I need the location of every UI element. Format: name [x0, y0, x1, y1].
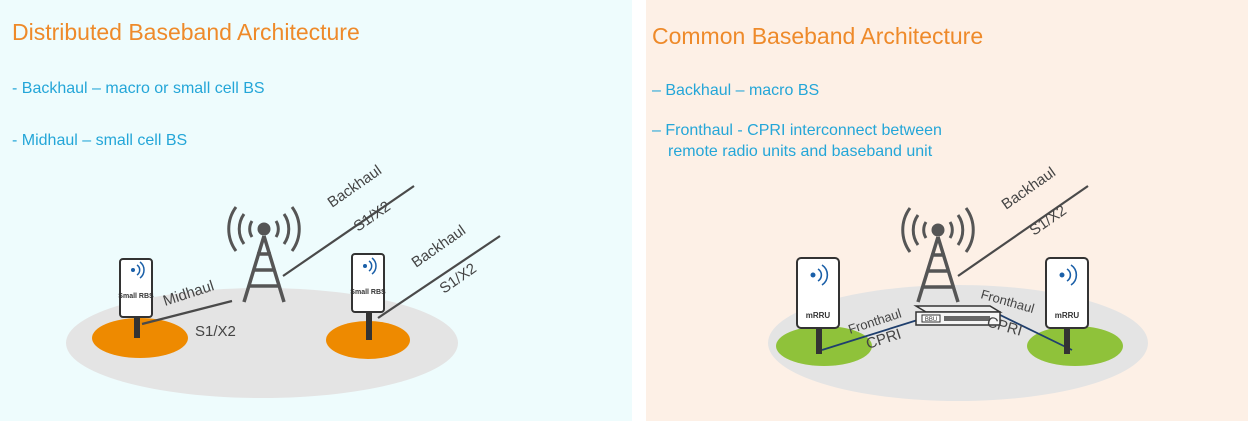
s1x2-label: S1/X2	[195, 323, 236, 340]
tower-icon	[901, 207, 975, 303]
midhaul-bullet: - Midhaul – small cell BS	[12, 132, 188, 149]
mrru-label: mRRU	[806, 311, 831, 320]
small-rbs-icon: Small RBS	[118, 258, 154, 338]
backhaul-label: Backhaul	[999, 164, 1059, 213]
backhaul-bullet: - Backhaul – macro or small cell BS	[12, 80, 265, 97]
fronthaul-link	[821, 317, 925, 351]
fronthaul-link	[993, 311, 1073, 351]
backhaul-link	[377, 235, 501, 319]
fronthaul-bullet: – Fronthaul - CPRI interconnect between	[652, 122, 942, 139]
bbu-label: BBU	[925, 317, 937, 323]
small-rbs-label: Small RBS	[118, 293, 154, 300]
s1x2-label: S1/X2	[351, 198, 394, 235]
mrru-label: mRRU	[1055, 311, 1080, 320]
midhaul-link	[141, 299, 233, 326]
small-rbs-label: Small RBS	[350, 289, 386, 296]
backhaul-link	[282, 185, 415, 277]
small-rbs-icon: Small RBS	[350, 253, 386, 340]
mrru-icon: mRRU	[796, 257, 840, 354]
common-title: Common Baseband Architecture	[652, 23, 984, 49]
distributed-title: Distributed Baseband Architecture	[12, 19, 360, 45]
rru-coverage	[776, 326, 872, 366]
mrru-icon: mRRU	[1045, 257, 1089, 354]
backhaul-bullet: – Backhaul – macro BS	[652, 82, 820, 99]
baseband-unit-icon: BBU	[913, 305, 1003, 326]
backhaul-link	[957, 185, 1089, 277]
s1x2-label: S1/X2	[437, 260, 480, 297]
coverage-area	[66, 288, 458, 398]
fronthaul-bullet-continuation: remote radio units and baseband unit	[668, 143, 933, 160]
tower-icon	[227, 206, 301, 303]
s1x2-label: S1/X2	[1027, 202, 1070, 239]
rru-coverage	[1027, 326, 1123, 366]
